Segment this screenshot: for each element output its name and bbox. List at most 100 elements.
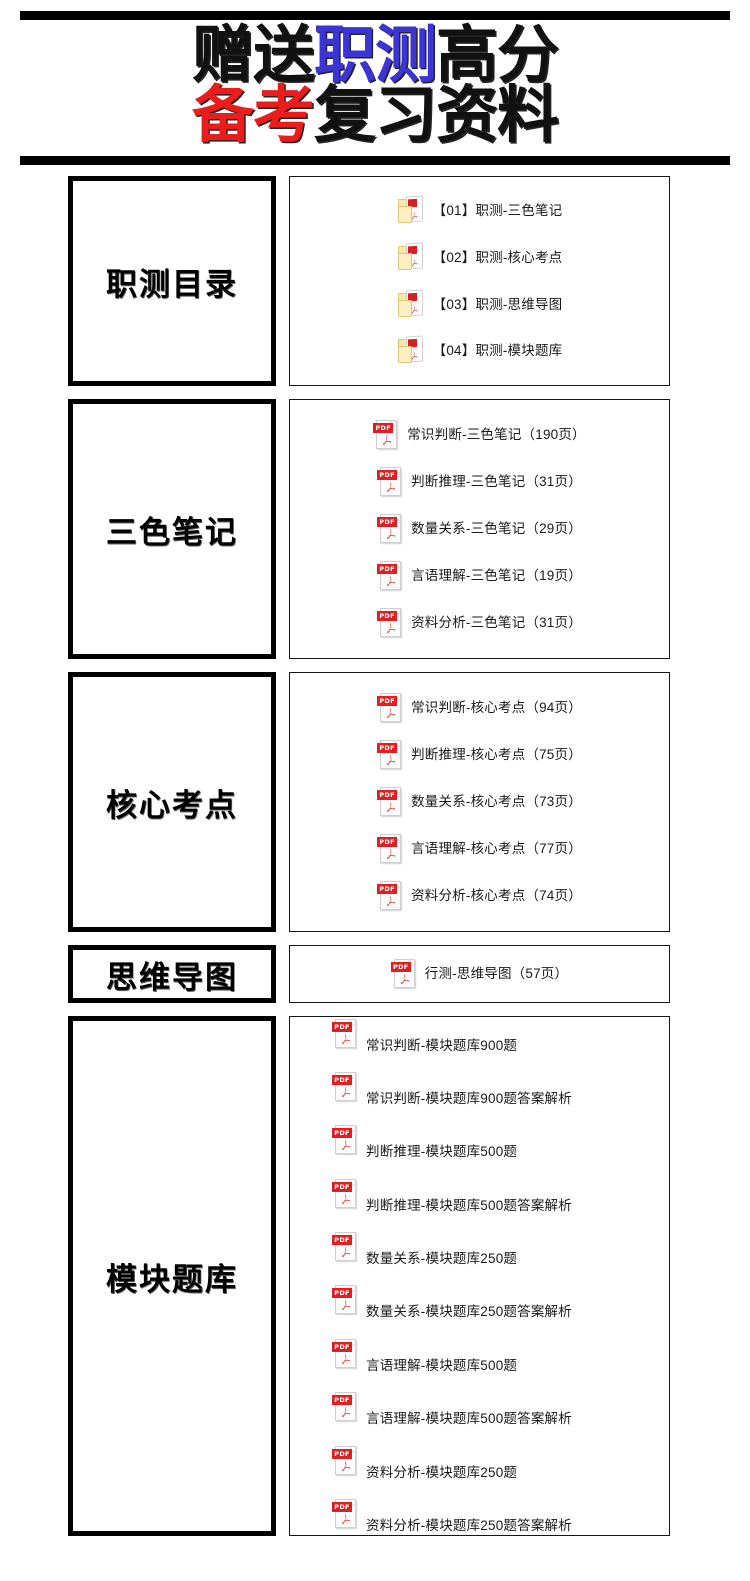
- file-item[interactable]: PDF 判断推理-模块题库500题答案解析: [332, 1178, 669, 1215]
- folder-inner-document: [405, 242, 423, 270]
- pdf-folded-corner: [349, 1285, 356, 1293]
- file-item-label: 数量关系-三色笔记（29页）: [411, 521, 582, 537]
- acrobat-glyph-icon: [385, 528, 397, 541]
- pdf-file-icon: PDF: [332, 1178, 358, 1210]
- folder-front-shape: [397, 346, 412, 364]
- folder-front-shape: [397, 206, 412, 224]
- acrobat-glyph-icon: [410, 208, 419, 220]
- file-item-inner: 【04】职测-模块题库: [397, 335, 563, 367]
- acrobat-glyph-icon: [385, 754, 397, 767]
- pdf-folded-corner: [349, 1125, 356, 1133]
- folder-front-shape: [397, 299, 412, 317]
- category-label: 职测目录: [106, 266, 238, 303]
- pdf-folded-corner: [349, 1338, 356, 1346]
- category-label: 核心考点: [106, 787, 238, 824]
- pdf-folded-corner: [394, 787, 402, 795]
- file-item-label: 判断推理-模块题库500题答案解析: [366, 1197, 572, 1213]
- title-line-1-segment-2: 高分: [436, 18, 559, 91]
- file-item[interactable]: PDF 行测-思维导图（57页）: [290, 958, 669, 990]
- pdf-file-icon: PDF: [377, 466, 403, 498]
- pdf-folded-corner: [349, 1392, 356, 1400]
- pdf-folded-corner: [349, 1232, 356, 1240]
- file-item-label: 言语理解-模块题库500题答案解析: [366, 1411, 572, 1427]
- folder-open-icon: [397, 335, 425, 367]
- acrobat-glyph-icon: [340, 1513, 352, 1526]
- category-box-mind-map: 思维导图: [68, 945, 276, 1004]
- file-item[interactable]: PDF 判断推理-核心考点（75页）: [290, 739, 669, 771]
- pdf-folded-corner: [394, 608, 402, 616]
- acrobat-glyph-icon: [340, 1246, 352, 1259]
- pdf-file-icon: PDF: [377, 739, 403, 771]
- pdf-folded-corner: [349, 1071, 356, 1079]
- file-list: 【01】职测-三色笔记【02】职测-核心考点【03】职测-思维导图【04】职测-…: [290, 195, 669, 367]
- section-row-mind-map: 思维导图 PDF 行测-思维导图（57页）: [0, 945, 750, 1004]
- file-item-label: 资料分析-模块题库250题答案解析: [366, 1517, 572, 1533]
- file-item-label: 常识判断-核心考点（94页）: [411, 700, 582, 716]
- acrobat-glyph-icon: [385, 801, 397, 814]
- acrobat-glyph-icon: [385, 848, 397, 861]
- file-item-label: 数量关系-核心考点（73页）: [411, 794, 582, 810]
- file-item[interactable]: 【03】职测-思维导图: [290, 289, 669, 321]
- title-line-2-segment-0: 备考: [191, 78, 315, 152]
- pdf-tag-label: PDF: [377, 837, 398, 848]
- pdf-folded-corner: [407, 959, 415, 967]
- acrobat-glyph-icon: [385, 622, 397, 635]
- file-item[interactable]: 【02】职测-核心考点: [290, 242, 669, 274]
- pdf-folded-corner: [394, 514, 402, 522]
- file-item-label: 资料分析-三色笔记（31页）: [411, 615, 582, 631]
- acrobat-glyph-icon: [385, 575, 397, 588]
- file-item-label: 行测-思维导图（57页）: [424, 966, 569, 982]
- file-item[interactable]: PDF 数量关系-三色笔记（29页）: [290, 513, 669, 545]
- file-item[interactable]: PDF 判断推理-三色笔记（31页）: [290, 466, 669, 498]
- file-item[interactable]: 【04】职测-模块题库: [290, 335, 669, 367]
- file-item-inner: PDF 行测-思维导图（57页）: [390, 958, 569, 990]
- acrobat-glyph-icon: [340, 1033, 352, 1046]
- acrobat-glyph-icon: [385, 895, 397, 908]
- file-item-label: 【04】职测-模块题库: [432, 343, 563, 359]
- acrobat-glyph-icon: [410, 255, 419, 267]
- pdf-file-icon: PDF: [390, 958, 417, 990]
- acrobat-glyph-icon: [340, 1353, 352, 1366]
- file-item-label: 判断推理-核心考点（75页）: [411, 747, 582, 763]
- file-item-label: 资料分析-模块题库250题: [366, 1464, 518, 1480]
- file-item-label: 判断推理-三色笔记（31页）: [411, 474, 582, 490]
- folder-open-icon: [397, 195, 425, 227]
- pdf-folded-corner: [349, 1018, 356, 1026]
- file-item-label: 常识判断-模块题库900题: [366, 1037, 518, 1053]
- acrobat-glyph-icon: [340, 1193, 352, 1206]
- file-item[interactable]: 【01】职测-三色笔记: [290, 195, 669, 227]
- pdf-file-icon: PDF: [377, 513, 403, 545]
- pdf-tag-label: PDF: [377, 884, 398, 895]
- file-item-inner: 【01】职测-三色笔记: [397, 195, 563, 227]
- file-item-inner: PDF 数量关系-三色笔记（29页）: [377, 513, 582, 545]
- pdf-file-icon: PDF: [332, 1124, 358, 1156]
- file-item-inner: PDF 判断推理-模块题库500题答案解析: [332, 1178, 572, 1215]
- pdf-tag-label: PDF: [332, 1021, 352, 1032]
- file-item[interactable]: PDF 常识判断-模块题库900题: [332, 1018, 669, 1055]
